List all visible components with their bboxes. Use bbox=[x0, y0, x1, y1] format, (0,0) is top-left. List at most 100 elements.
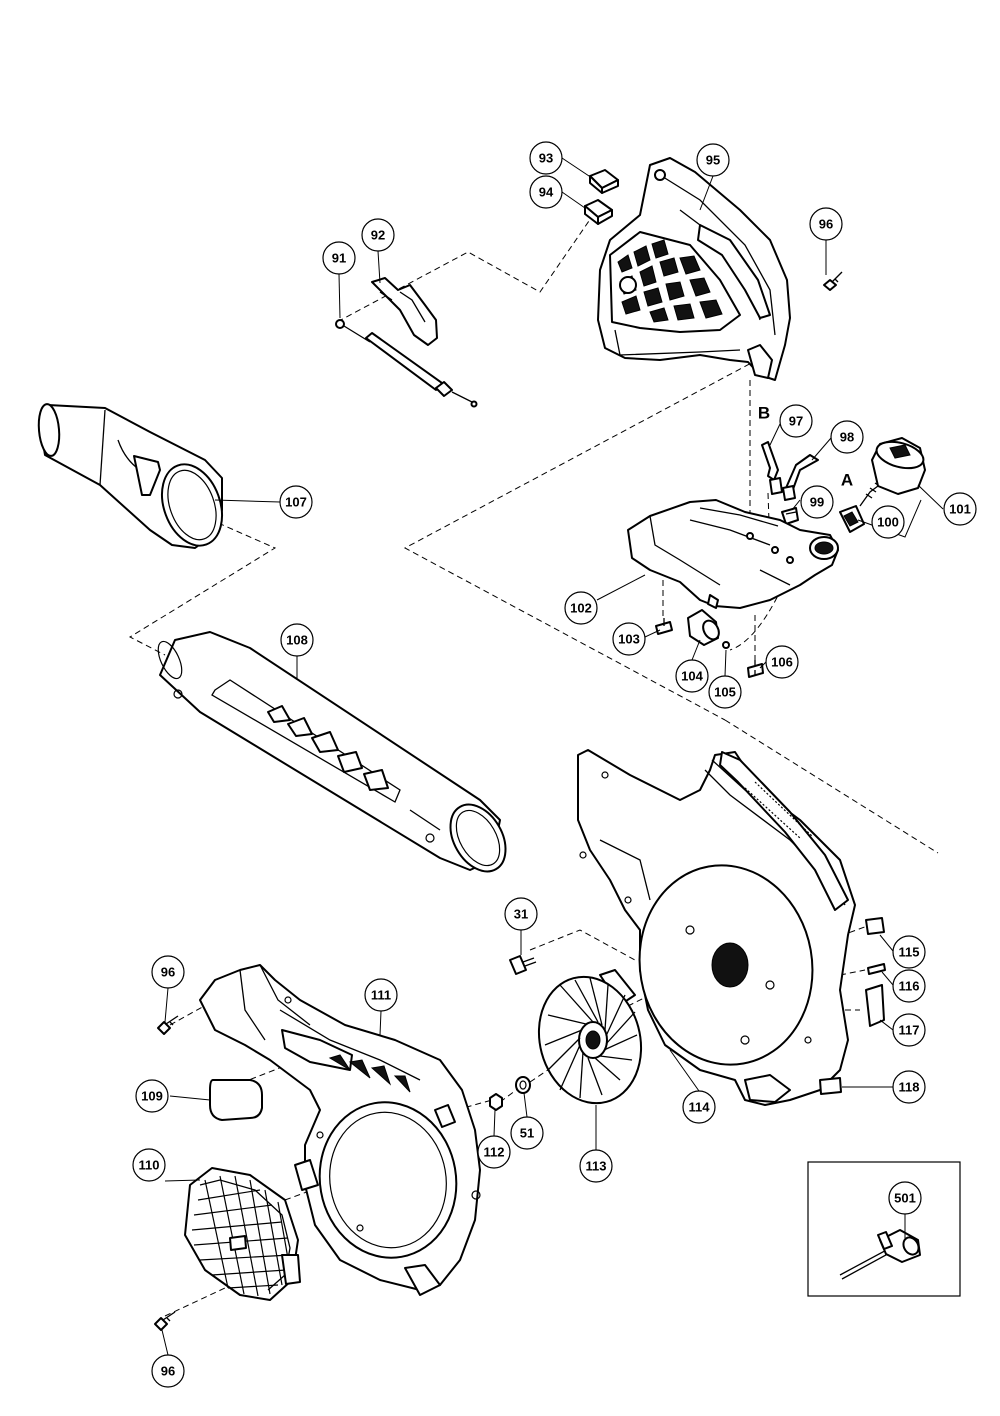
callout-105: 105 bbox=[708, 675, 742, 709]
callout-116: 116 bbox=[892, 969, 926, 1003]
callout-102: 102 bbox=[564, 591, 598, 625]
part-113-fan bbox=[537, 975, 643, 1105]
svg-text:105: 105 bbox=[714, 685, 736, 700]
svg-text:118: 118 bbox=[899, 1080, 920, 1095]
part-115-label bbox=[865, 917, 885, 935]
svg-text:103: 103 bbox=[618, 632, 640, 647]
callout-95: 95 bbox=[696, 143, 730, 177]
svg-text:116: 116 bbox=[899, 979, 920, 994]
callout-117: 117 bbox=[892, 1013, 926, 1047]
svg-text:93: 93 bbox=[539, 151, 553, 166]
part-93-switch bbox=[589, 169, 619, 194]
part-102-fuel-tank bbox=[627, 499, 839, 609]
part-96-screw-bottom bbox=[154, 1311, 176, 1331]
svg-text:92: 92 bbox=[371, 228, 385, 243]
callout-118: 118 bbox=[892, 1070, 926, 1104]
svg-text:102: 102 bbox=[570, 601, 592, 616]
part-103-bolt bbox=[655, 618, 673, 635]
part-104-damper bbox=[687, 609, 720, 646]
callout-99: 99 bbox=[800, 485, 834, 519]
connection-letter-a: A bbox=[841, 471, 853, 490]
callout-101: 101 bbox=[943, 492, 977, 526]
callout-107: 107 bbox=[279, 485, 313, 519]
callout-51: 51 bbox=[510, 1116, 544, 1150]
callout-104: 104 bbox=[675, 659, 709, 693]
svg-text:91: 91 bbox=[332, 251, 346, 266]
part-114-main-housing bbox=[577, 749, 856, 1106]
callout-108: 108 bbox=[280, 623, 314, 657]
svg-text:108: 108 bbox=[286, 633, 308, 648]
part-112-nut bbox=[489, 1093, 503, 1111]
part-91-throttle-cable bbox=[335, 319, 478, 408]
svg-text:104: 104 bbox=[681, 669, 703, 684]
callout-112: 112 bbox=[477, 1135, 511, 1169]
part-96-screw-top bbox=[823, 271, 843, 291]
svg-text:98: 98 bbox=[840, 430, 854, 445]
callout-100: 100 bbox=[871, 505, 905, 539]
part-111-volute-housing bbox=[199, 964, 481, 1296]
part-109-pad bbox=[209, 1079, 263, 1121]
part-98-fuel-line bbox=[782, 454, 819, 501]
svg-text:95: 95 bbox=[706, 153, 720, 168]
svg-text:31: 31 bbox=[514, 907, 528, 922]
part-110-intake-grille bbox=[184, 1167, 301, 1301]
assembly-guide-lines bbox=[128, 204, 939, 1317]
part-107-nozzle bbox=[37, 403, 223, 549]
callout-106: 106 bbox=[765, 645, 799, 679]
svg-text:51: 51 bbox=[520, 1126, 534, 1141]
connection-letter-b: B bbox=[758, 404, 770, 423]
callout-92: 92 bbox=[361, 218, 395, 252]
callout-96-bottom: 96 bbox=[151, 1354, 185, 1388]
svg-text:113: 113 bbox=[586, 1159, 607, 1174]
callout-94: 94 bbox=[529, 175, 563, 209]
svg-text:117: 117 bbox=[899, 1023, 920, 1038]
callout-110: 110 bbox=[132, 1148, 166, 1182]
svg-text:94: 94 bbox=[539, 185, 554, 200]
callout-113: 113 bbox=[579, 1149, 613, 1183]
part-92-throttle-lever bbox=[371, 277, 438, 346]
svg-text:101: 101 bbox=[949, 502, 971, 517]
svg-text:112: 112 bbox=[484, 1145, 505, 1160]
svg-text:115: 115 bbox=[899, 945, 920, 960]
svg-text:97: 97 bbox=[789, 414, 803, 429]
part-95-handle-cover bbox=[597, 157, 791, 381]
svg-text:100: 100 bbox=[877, 515, 899, 530]
part-97-fuel-line bbox=[761, 441, 783, 495]
part-94-switch bbox=[584, 199, 613, 225]
svg-text:114: 114 bbox=[689, 1100, 711, 1115]
callout-109: 109 bbox=[135, 1079, 169, 1113]
part-101-fuel-cap bbox=[871, 437, 926, 495]
svg-text:110: 110 bbox=[139, 1158, 160, 1173]
callout-96-middle: 96 bbox=[151, 955, 185, 989]
callout-91: 91 bbox=[322, 241, 356, 275]
part-117-label bbox=[865, 984, 885, 1027]
callout-93: 93 bbox=[529, 141, 563, 175]
callout-96-top: 96 bbox=[809, 207, 843, 241]
part-96-screw-middle bbox=[157, 1015, 179, 1035]
part-99-grommet bbox=[781, 507, 799, 525]
svg-text:501: 501 bbox=[894, 1191, 916, 1206]
part-108-blower-pipe bbox=[157, 631, 507, 873]
svg-text:96: 96 bbox=[819, 217, 833, 232]
part-116-label bbox=[867, 963, 886, 975]
svg-text:96: 96 bbox=[161, 1364, 175, 1379]
svg-text:107: 107 bbox=[285, 495, 307, 510]
svg-text:111: 111 bbox=[371, 988, 391, 1003]
svg-text:96: 96 bbox=[161, 965, 175, 980]
svg-text:99: 99 bbox=[810, 495, 824, 510]
part-106-bolt bbox=[747, 660, 764, 678]
callout-31: 31 bbox=[504, 897, 538, 931]
callout-98: 98 bbox=[830, 420, 864, 454]
callout-111: 111 bbox=[364, 978, 398, 1012]
part-501-tool-box bbox=[807, 1161, 961, 1297]
part-31-bolt bbox=[509, 955, 537, 975]
callout-501: 501 bbox=[888, 1181, 922, 1215]
part-105-washer bbox=[722, 641, 730, 649]
callout-114: 114 bbox=[682, 1090, 716, 1124]
callout-115: 115 bbox=[892, 935, 926, 969]
callout-97: 97 bbox=[779, 404, 813, 438]
part-51-washer bbox=[515, 1076, 531, 1094]
part-118-label bbox=[819, 1077, 842, 1095]
callout-103: 103 bbox=[612, 622, 646, 656]
